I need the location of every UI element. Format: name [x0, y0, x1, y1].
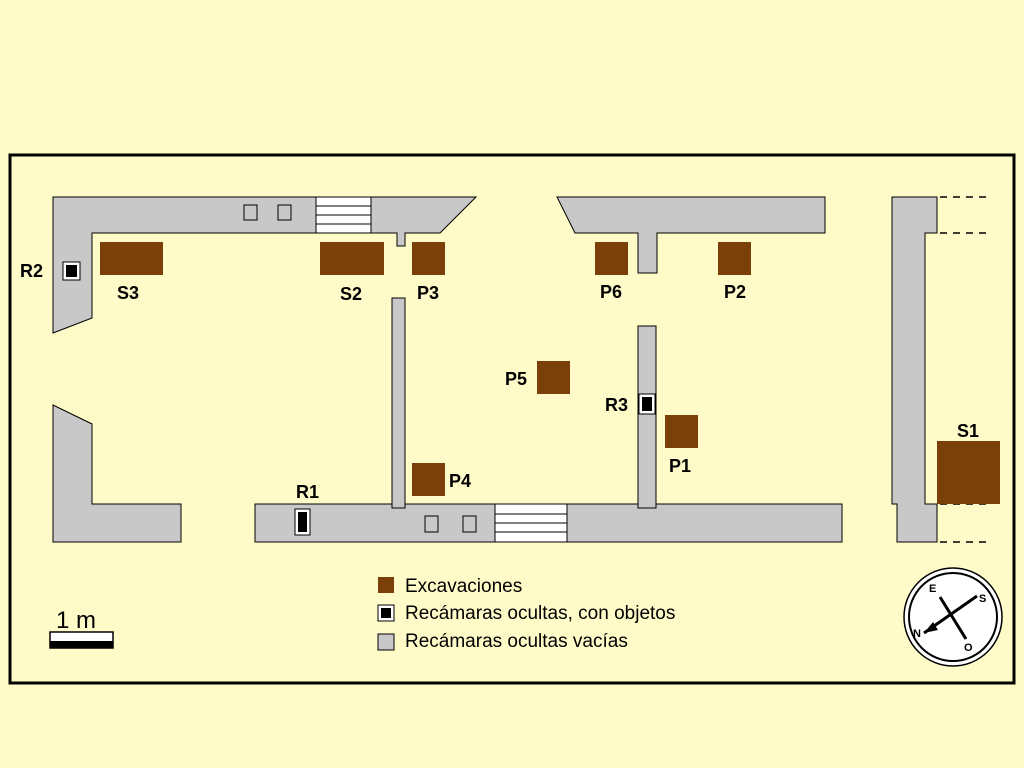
label-r1: R1: [296, 482, 319, 502]
chamber-r2: [62, 261, 81, 281]
label-p5: P5: [505, 369, 527, 389]
chamber-r1: [294, 508, 311, 536]
excavation-p4: [412, 463, 445, 496]
label-p3: P3: [417, 283, 439, 303]
legend: Excavaciones Recámaras ocultas, con obje…: [377, 576, 675, 652]
wall-inner-1: [391, 297, 406, 509]
legend-swatch-empty: [377, 633, 395, 651]
excavation-p1: [665, 415, 698, 448]
excavations: [100, 242, 1000, 504]
compass-e: E: [929, 583, 936, 595]
wall-top-middle: [556, 196, 826, 274]
label-s1: S1: [957, 421, 979, 441]
excavation-s2: [320, 242, 384, 275]
scale-label: 1 m: [56, 607, 96, 634]
label-p6: P6: [600, 282, 622, 302]
legend-label-con-objetos: Recámaras ocultas, con objetos: [405, 603, 675, 624]
excavation-p5: [537, 361, 570, 394]
label-r2: R2: [20, 261, 43, 281]
compass-n: N: [913, 628, 921, 640]
legend-swatch-with-objects: [377, 604, 395, 622]
plan-frame: [8, 153, 1016, 685]
scale-bar: 1 m: [49, 607, 114, 649]
label-s2: S2: [340, 284, 362, 304]
legend-label-vacias: Recámaras ocultas vacías: [405, 631, 628, 652]
excavation-p3: [412, 242, 445, 275]
label-p4: P4: [449, 471, 471, 491]
excavation-s3: [100, 242, 163, 275]
stairs-bottom: [494, 503, 568, 543]
compass-o: O: [964, 642, 973, 654]
excavation-s1: [937, 441, 1000, 504]
empty-chamber: [243, 204, 258, 221]
label-p1: P1: [669, 456, 691, 476]
chamber-r3: [638, 393, 656, 415]
label-r3: R3: [605, 395, 628, 415]
empty-chambers: [243, 204, 477, 533]
legend-label-excavaciones: Excavaciones: [405, 576, 522, 597]
stairs-top: [315, 196, 372, 234]
compass-s: S: [979, 593, 986, 605]
wall-inner-2: [637, 325, 657, 509]
excavation-p2: [718, 242, 751, 275]
empty-chamber: [277, 204, 292, 221]
walls: [52, 196, 938, 543]
excavation-p6: [595, 242, 628, 275]
legend-swatch-excavation: [378, 577, 394, 593]
compass-rose: E S N O: [903, 567, 1003, 667]
wall-seam-1: [393, 503, 404, 506]
empty-chamber: [462, 515, 477, 533]
wall-left-lower: [52, 404, 182, 543]
label-s3: S3: [117, 283, 139, 303]
wall-seam-2: [639, 503, 655, 506]
label-p2: P2: [724, 282, 746, 302]
wall-right: [891, 196, 938, 543]
empty-chamber: [424, 515, 439, 533]
